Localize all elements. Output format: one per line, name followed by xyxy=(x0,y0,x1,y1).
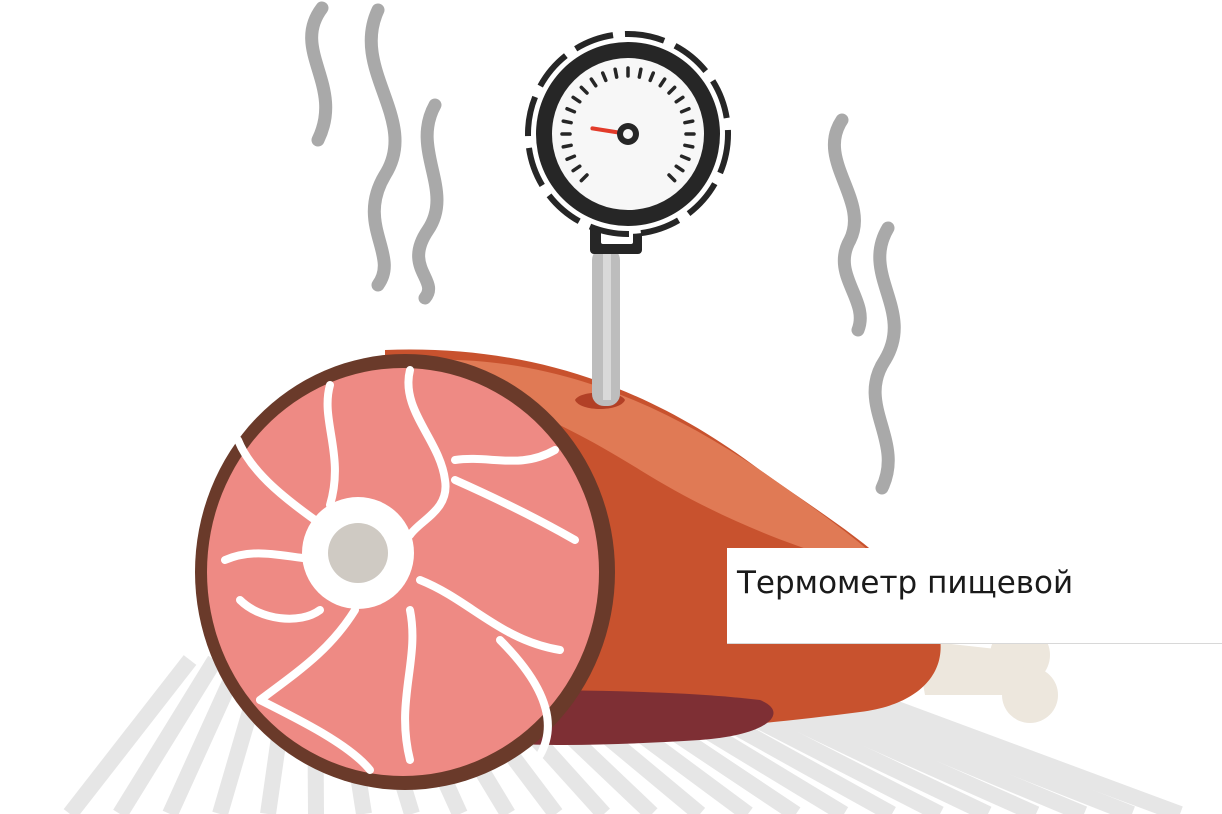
gauge-tick xyxy=(565,154,577,162)
gauge-tick xyxy=(613,67,619,79)
gauge-tick xyxy=(667,85,677,95)
gauge-tick xyxy=(589,77,598,88)
gauge-tick xyxy=(683,143,695,149)
gauge-tick xyxy=(658,77,667,88)
food-thermometer xyxy=(525,31,731,409)
gauge-tick xyxy=(674,95,685,104)
caption-text: Термометр пищевой xyxy=(737,565,1074,601)
gauge-tick xyxy=(571,164,582,173)
gauge-ticks xyxy=(560,66,696,183)
gauge-tick xyxy=(579,85,589,95)
gauge-tick xyxy=(679,154,691,162)
gauge-tick xyxy=(571,95,582,104)
steam-lines xyxy=(305,1,901,495)
marbling-lines xyxy=(221,366,579,774)
meat-cross-section xyxy=(195,354,615,790)
gauge-tick xyxy=(561,143,573,149)
caption-box: Термометр пищевой xyxy=(727,548,1222,644)
gauge-tick xyxy=(679,106,691,114)
gauge-tick xyxy=(674,164,685,173)
gauge-tick xyxy=(683,119,695,125)
gauge-tick xyxy=(579,173,589,183)
gauge-tick xyxy=(600,71,608,83)
gauge-tick xyxy=(561,119,573,125)
gauge-tick xyxy=(565,106,577,114)
gauge-tick xyxy=(637,67,643,79)
gauge-tick xyxy=(648,71,656,83)
gauge-tick xyxy=(667,173,677,183)
